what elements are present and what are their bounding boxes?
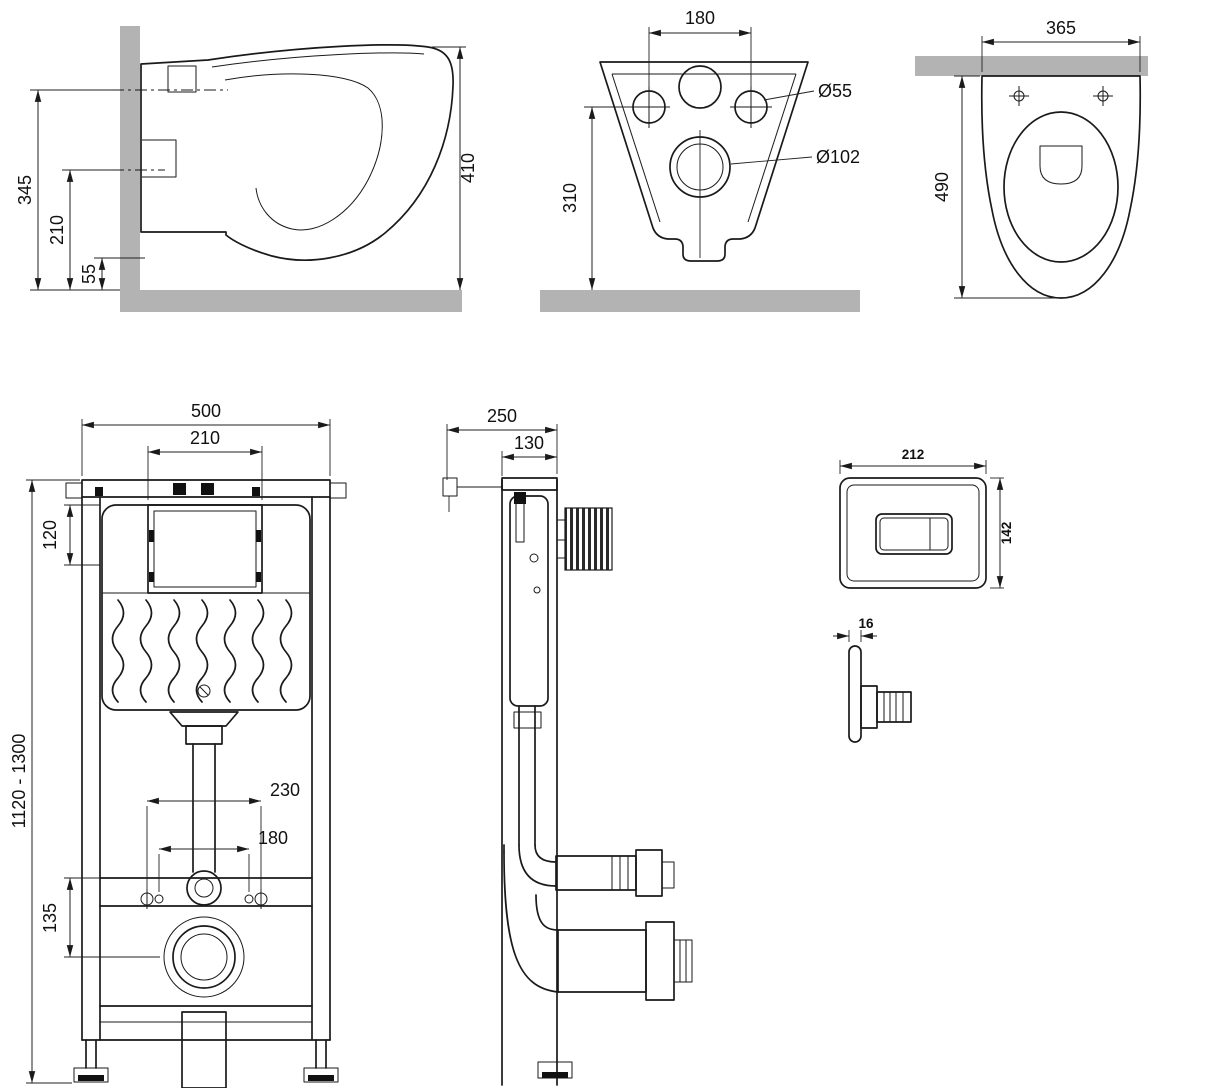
dim-180-label: 180 (258, 828, 288, 848)
drain-connector-pipe (557, 929, 647, 993)
pneumatic-unit (876, 691, 912, 723)
dim-135-label: 135 (40, 903, 60, 933)
mounting-detail (167, 65, 197, 93)
cistern-insulation (111, 599, 293, 703)
pipe-coupling (513, 711, 542, 729)
drain-bend-outer (503, 851, 559, 993)
toilet-side-view: 345 210 55 410 (15, 26, 478, 312)
dim-16-label: 16 (858, 616, 874, 631)
flush-buttons (879, 517, 949, 551)
drain-connector-bell (645, 921, 675, 1001)
fixing-block (201, 483, 214, 495)
flush-plate-side-view (848, 645, 912, 743)
mounting-face-outline (599, 61, 809, 262)
mechanism-box (860, 685, 878, 729)
leader-dia102 (730, 156, 813, 165)
flush-plate-outline (839, 477, 987, 589)
dim-210-label: 210 (190, 428, 220, 448)
toilet-outline (140, 44, 454, 261)
inlet-hole (678, 65, 722, 109)
flush-plate-view: 212 142 16 (833, 447, 1014, 743)
dia-102-label: Ø102 (816, 147, 860, 167)
mounting-bolts (140, 889, 268, 909)
seat-opening (1003, 111, 1119, 263)
drain-outlet (181, 1011, 227, 1088)
wall-section (120, 26, 140, 312)
outlet-hole (669, 136, 731, 198)
flush-access-opening (147, 504, 263, 594)
foot-right (303, 1039, 339, 1083)
flush-button-frame (875, 513, 953, 555)
clip (256, 530, 261, 542)
cistern-side (509, 495, 549, 707)
fixing-block (95, 487, 103, 496)
inner-cup-detail (1039, 145, 1083, 185)
floor-section (540, 290, 860, 312)
foot-side (537, 1061, 573, 1079)
toilet-top-view: 365 490 (915, 18, 1148, 299)
pipe-coupling (185, 725, 223, 745)
wall-anchor-block (564, 507, 613, 571)
flush-connector-bell (635, 849, 663, 897)
seat-bolt-right (1093, 86, 1113, 106)
dim-345-label: 345 (15, 175, 35, 205)
flush-elbow (186, 870, 222, 906)
dim-130-label: 130 (514, 433, 544, 453)
seat-edge-line (211, 52, 425, 68)
seat-bolt-left (1009, 86, 1029, 106)
bowl-inner-line (224, 73, 383, 231)
plate-profile (848, 645, 862, 743)
rear-step-detail (142, 139, 177, 178)
drain-bend-inner (535, 894, 559, 931)
foot-left (73, 1039, 109, 1083)
dim-490-label: 490 (932, 172, 952, 202)
drain-socket (163, 916, 245, 998)
dim-55-label: 55 (79, 264, 99, 284)
flush-elbow-inner (534, 844, 557, 863)
drain-seal-symbol (197, 684, 211, 698)
dim-210-label: 210 (47, 215, 67, 245)
floor-section (120, 290, 462, 312)
dim-180-label: 180 (685, 8, 715, 28)
valve-detail (533, 586, 541, 594)
dim-212-label: 212 (902, 447, 925, 462)
bowl-outline (980, 75, 1142, 299)
toilet-bottom-view: 180 Ø55 Ø102 310 (540, 8, 860, 312)
frame-side-view: 250 130 (442, 406, 693, 1086)
dim-310-label: 310 (560, 183, 580, 213)
clip (149, 530, 154, 542)
flush-elbow-outer (518, 844, 557, 887)
wall-section (915, 56, 1148, 76)
wall-bracket-right (329, 482, 347, 499)
cistern-outlet-funnel (169, 711, 239, 727)
frame-top-cap (501, 477, 558, 491)
wall-anchor-plate (442, 477, 458, 497)
dim-250-label: 250 (487, 406, 517, 426)
dim-410-label: 410 (458, 153, 478, 183)
leader-dia55 (763, 90, 815, 101)
dim-500-label: 500 (191, 401, 221, 421)
valve-detail (529, 553, 539, 563)
dia-55-label: Ø55 (818, 81, 852, 101)
wall-bracket-left (65, 482, 83, 499)
clip (256, 572, 261, 582)
inlet-fitting (514, 492, 526, 504)
dim-120-label: 120 (40, 520, 60, 550)
frame-front-view: 500 210 120 1120 - 1300 230 180 135 (9, 401, 347, 1088)
dim-365-label: 365 (1046, 18, 1076, 38)
fixing-block (252, 487, 260, 496)
dim-142-label: 142 (999, 522, 1014, 545)
flush-connector-pipe (555, 855, 637, 891)
fixing-block (173, 483, 186, 495)
dim-height-range-label: 1120 - 1300 (9, 734, 29, 829)
flush-plate-inner-border (846, 484, 980, 582)
flush-rod (515, 501, 525, 543)
clip (149, 572, 154, 582)
dim-230-label: 230 (270, 780, 300, 800)
